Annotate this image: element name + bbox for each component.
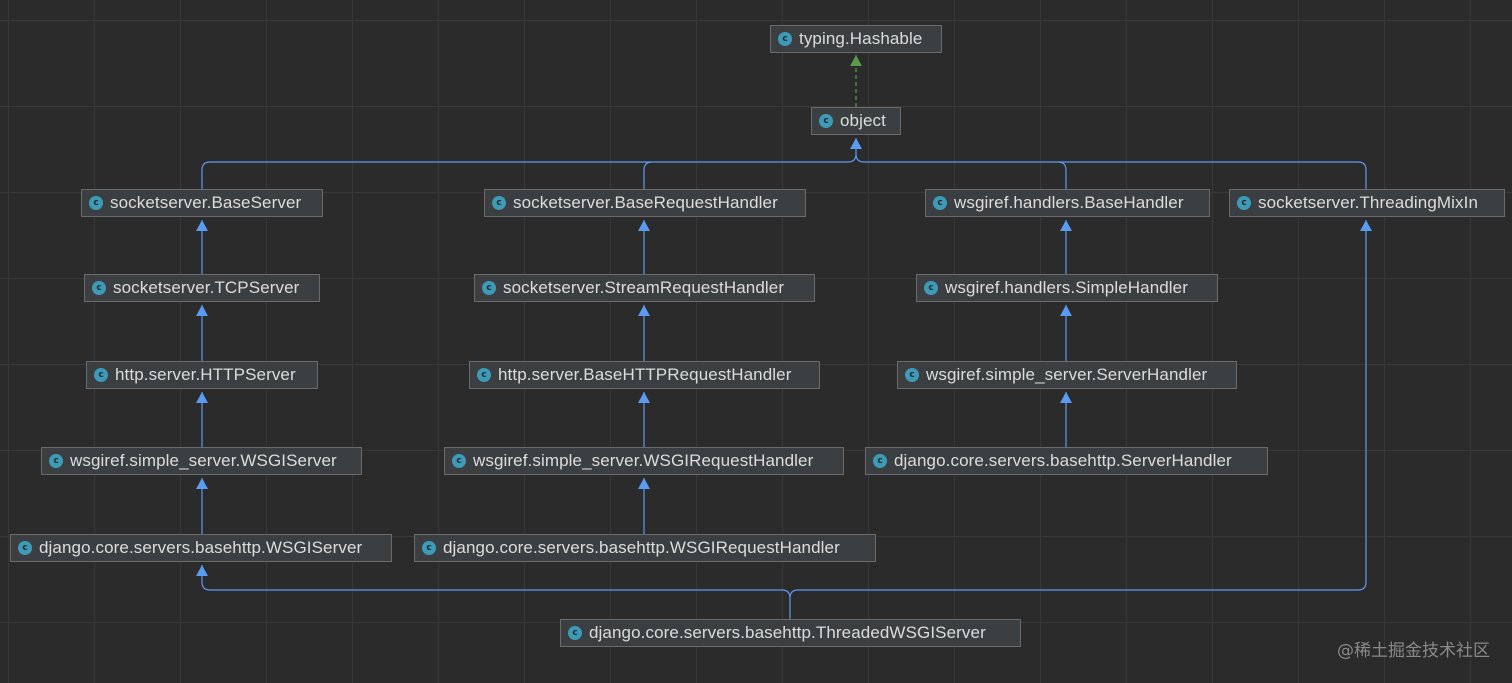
class-node-http-server-httpserver[interactable]: c http.server.HTTPServer: [86, 361, 318, 389]
class-name: socketserver.BaseRequestHandler: [513, 193, 778, 212]
class-node-django-basehttp-threadedwsgiserver[interactable]: c django.core.servers.basehttp.ThreadedW…: [560, 619, 1021, 647]
edge-threading-mixin-to-object: [1058, 161, 1367, 189]
edge-base-server-to-object: [201, 138, 862, 189]
class-icon: c: [905, 368, 919, 382]
class-node-wsgiref-handlers-simplehandler[interactable]: c wsgiref.handlers.SimpleHandler: [916, 274, 1218, 302]
class-node-django-basehttp-wsgiserver[interactable]: c django.core.servers.basehttp.WSGIServe…: [10, 534, 392, 562]
class-name: django.core.servers.basehttp.WSGIRequest…: [443, 538, 840, 557]
class-icon: c: [873, 454, 887, 468]
class-name: socketserver.ThreadingMixIn: [1258, 193, 1479, 212]
class-icon: c: [933, 196, 947, 210]
edge-threaded-wsgi-server-to-threading-mixin: [789, 220, 1372, 599]
class-name: wsgiref.simple_server.ServerHandler: [926, 365, 1208, 384]
class-node-wsgiref-simple-server-serverhandler[interactable]: c wsgiref.simple_server.ServerHandler: [897, 361, 1237, 389]
class-icon: c: [1237, 196, 1251, 210]
edge-base-request-handler-to-object: [643, 161, 653, 189]
class-node-wsgiref-handlers-basehandler[interactable]: c wsgiref.handlers.BaseHandler: [925, 189, 1210, 217]
class-icon: c: [819, 114, 833, 128]
class-name: object: [840, 111, 886, 130]
class-name: wsgiref.handlers.SimpleHandler: [945, 278, 1189, 297]
class-node-django-basehttp-serverhandler[interactable]: c django.core.servers.basehttp.ServerHan…: [865, 447, 1268, 475]
class-name: django.core.servers.basehttp.ThreadedWSG…: [589, 623, 986, 642]
class-icon: c: [92, 281, 106, 295]
class-node-object[interactable]: c object: [811, 107, 901, 135]
class-icon: c: [492, 196, 506, 210]
edge-wsgiref-base-handler-to-object: [855, 153, 1067, 189]
class-name: socketserver.StreamRequestHandler: [503, 278, 785, 297]
class-icon: c: [94, 368, 108, 382]
class-name: django.core.servers.basehttp.WSGIServer: [39, 538, 363, 557]
class-icon: c: [89, 196, 103, 210]
class-icon: c: [568, 626, 582, 640]
class-icon: c: [924, 281, 938, 295]
class-icon: c: [477, 368, 491, 382]
watermark-text: @稀土掘金技术社区: [1337, 641, 1490, 661]
class-icon: c: [18, 541, 32, 555]
class-name: http.server.HTTPServer: [115, 365, 296, 384]
class-node-http-server-basehttprequesthandler[interactable]: c http.server.BaseHTTPRequestHandler: [469, 361, 820, 389]
class-node-typing-hashable[interactable]: c typing.Hashable: [770, 25, 942, 53]
class-node-wsgiref-simple-server-wsgirequesthandler[interactable]: c wsgiref.simple_server.WSGIRequestHandl…: [444, 447, 844, 475]
class-icon: c: [778, 32, 792, 46]
class-icon: c: [482, 281, 496, 295]
class-icon: c: [452, 454, 466, 468]
class-name: socketserver.BaseServer: [110, 193, 302, 212]
class-node-django-basehttp-wsgirequesthandler[interactable]: c django.core.servers.basehttp.WSGIReque…: [414, 534, 876, 562]
class-node-socketserver-streamrequesthandler[interactable]: c socketserver.StreamRequestHandler: [474, 274, 815, 302]
class-node-socketserver-baserequesthandler[interactable]: c socketserver.BaseRequestHandler: [484, 189, 806, 217]
class-name: wsgiref.simple_server.WSGIServer: [70, 451, 337, 470]
class-node-socketserver-threadingmixin[interactable]: c socketserver.ThreadingMixIn: [1229, 189, 1505, 217]
class-name: wsgiref.simple_server.WSGIRequestHandler: [473, 451, 814, 470]
class-node-wsgiref-simple-server-wsgiserver[interactable]: c wsgiref.simple_server.WSGIServer: [41, 447, 362, 475]
class-name: http.server.BaseHTTPRequestHandler: [498, 365, 792, 384]
class-node-socketserver-tcpserver[interactable]: c socketserver.TCPServer: [84, 274, 320, 302]
class-icon: c: [422, 541, 436, 555]
class-name: wsgiref.handlers.BaseHandler: [954, 193, 1184, 212]
class-icon: c: [49, 454, 63, 468]
class-name: socketserver.TCPServer: [113, 278, 300, 297]
class-name: typing.Hashable: [799, 29, 923, 48]
class-node-socketserver-baseserver[interactable]: c socketserver.BaseServer: [81, 189, 323, 217]
edge-threaded-wsgi-server-to-django-wsgi-server: [196, 565, 791, 619]
class-name: django.core.servers.basehttp.ServerHandl…: [894, 451, 1232, 470]
